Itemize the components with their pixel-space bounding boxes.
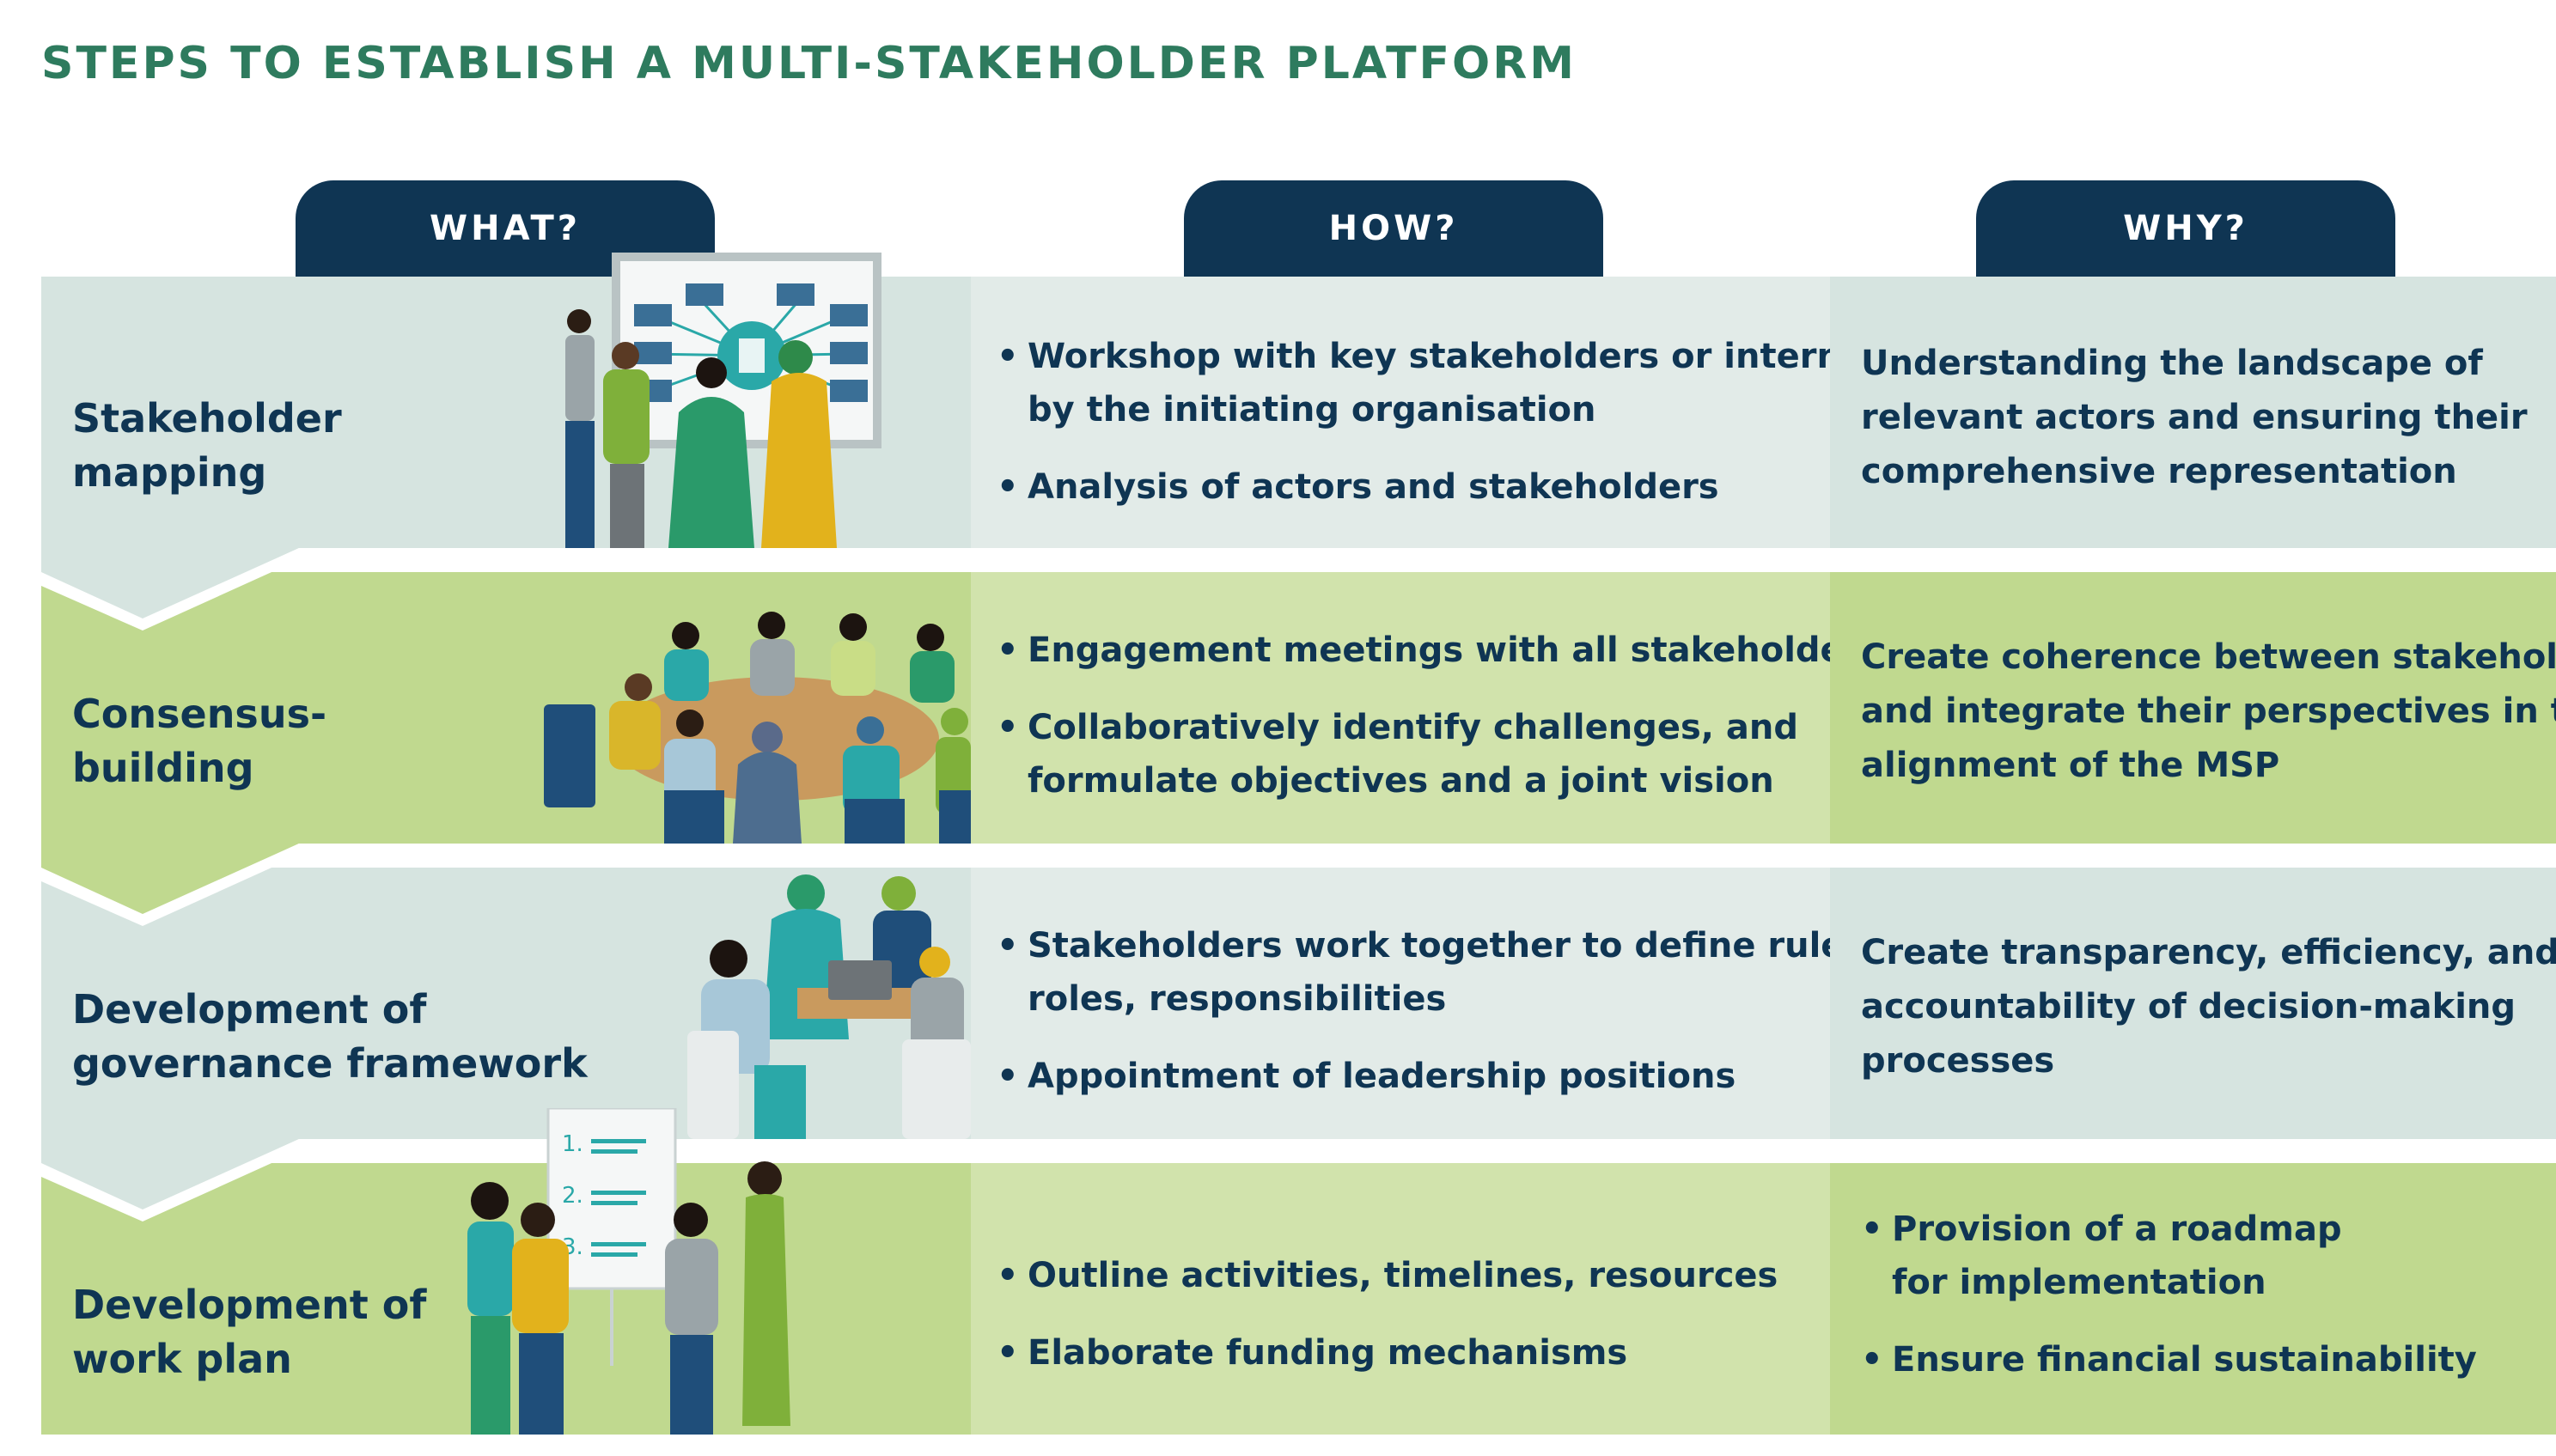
step-row-work-plan: Development of work plan 1. 2. 3. [41, 1108, 2556, 1435]
how-cell: Engagement meetings with all stakeholder… [971, 572, 1881, 844]
page-title: STEPS TO ESTABLISH A MULTI-STAKEHOLDER P… [41, 38, 1577, 89]
how-cell: Outline activities, timelines, resources… [971, 1163, 1830, 1435]
how-item-line: by the initiating organisation [1028, 390, 1596, 429]
why-item-line: Ensure financial sustainability [1892, 1340, 2477, 1380]
why-item: Provision of a roadmap for implementatio… [1861, 1203, 2477, 1309]
how-item-line: roles, responsibilities [1028, 979, 1447, 1019]
step-row-governance-framework: Development of governance framework Stak… [41, 868, 2556, 1139]
why-list: Provision of a roadmap for implementatio… [1861, 1203, 2477, 1410]
why-cell: Create transparency, efficiency, and acc… [1830, 868, 2556, 1139]
how-item: Workshop with key stakeholders or intern… [997, 330, 1910, 436]
step-title-line: building [72, 745, 254, 791]
why-item-line: Provision of a roadmap [1892, 1209, 2342, 1249]
what-cell: Development of work plan 1. 2. 3. [41, 1108, 971, 1435]
why-line: alignment of the MSP [1861, 746, 2280, 785]
why-line: relevant actors and ensuring their [1861, 398, 2528, 437]
how-item-line: Elaborate funding mechanisms [1028, 1333, 1628, 1373]
how-item-line: Stakeholders work together to define rul… [1028, 926, 1878, 966]
why-item-line: for implementation [1892, 1263, 2266, 1302]
how-item-line: formulate objectives and a joint vision [1028, 761, 1774, 801]
how-item: Engagement meetings with all stakeholder… [997, 624, 1881, 677]
step-arrow-chevron [41, 844, 325, 926]
step-title-line: Development of [72, 1282, 427, 1328]
step-title: Development of governance framework [72, 983, 588, 1091]
why-line: accountability of decision-making [1861, 987, 2516, 1027]
how-item: Stakeholders work together to define rul… [997, 919, 1877, 1026]
how-item-line: Analysis of actors and stakeholders [1028, 467, 1719, 507]
how-cell: Stakeholders work together to define rul… [971, 868, 1877, 1139]
flipchart-number: 2. [562, 1183, 583, 1209]
how-list: Stakeholders work together to define rul… [997, 919, 1877, 1127]
why-line: processes [1861, 1041, 2055, 1081]
why-cell: Create coherence between stakeholders an… [1830, 572, 2556, 844]
round-table-meeting-illustration [544, 612, 971, 844]
how-item-line: Collaboratively identify challenges, and [1028, 708, 1799, 747]
step-row-consensus-building: Consensus- building [41, 572, 2556, 844]
tab-why: WHY? [1976, 180, 2395, 277]
step-title-line: work plan [72, 1336, 292, 1382]
step-title: Consensus- building [72, 687, 326, 795]
step-row-stakeholder-mapping: Stakeholder mapping [41, 253, 2556, 548]
stakeholder-mapping-board-illustration [565, 253, 881, 548]
how-cell: Workshop with key stakeholders or intern… [971, 277, 1910, 548]
step-title-line: Stakeholder [72, 395, 342, 442]
step-arrow-chevron [41, 548, 325, 631]
step-title: Development of work plan [72, 1278, 426, 1386]
how-item: Collaboratively identify challenges, and… [997, 701, 1881, 807]
step-title-line: mapping [72, 449, 267, 496]
how-list: Outline activities, timelines, resources… [997, 1249, 1778, 1404]
flipchart-planning-illustration: 1. 2. 3. [467, 1108, 790, 1435]
tab-what: WHAT? [296, 180, 715, 277]
how-item-line: Outline activities, timelines, resources [1028, 1256, 1778, 1295]
how-item-line: Engagement meetings with all stakeholder… [1028, 631, 1882, 670]
why-line: Create coherence between stakeholders [1861, 637, 2556, 677]
why-line: Create transparency, efficiency, and [1861, 933, 2556, 972]
what-cell: Consensus- building [41, 572, 971, 844]
tab-how: HOW? [1184, 180, 1603, 277]
step-title: Stakeholder mapping [72, 392, 342, 500]
how-item: Analysis of actors and stakeholders [997, 460, 1910, 514]
how-list: Engagement meetings with all stakeholder… [997, 624, 1881, 832]
flipchart-number: 1. [562, 1131, 583, 1157]
what-cell: Stakeholder mapping [41, 253, 971, 548]
how-item: Elaborate funding mechanisms [997, 1326, 1778, 1380]
how-item: Outline activities, timelines, resources [997, 1249, 1778, 1302]
why-line: Understanding the landscape of [1861, 344, 2483, 383]
step-title-line: governance framework [72, 1040, 588, 1087]
why-line: and integrate their perspectives in the [1861, 691, 2556, 731]
step-arrow-chevron [41, 1139, 325, 1221]
how-item-line: Workshop with key stakeholders or intern… [1028, 337, 1911, 376]
why-cell: Understanding the landscape of relevant … [1830, 277, 2556, 548]
how-item: Appointment of leadership positions [997, 1050, 1877, 1103]
why-text: Create transparency, efficiency, and acc… [1861, 926, 2556, 1088]
group-discussion-illustration [687, 874, 971, 1139]
why-item: Ensure financial sustainability [1861, 1333, 2477, 1386]
how-list: Workshop with key stakeholders or intern… [997, 330, 1910, 538]
what-cell: Development of governance framework [41, 868, 971, 1139]
why-text: Understanding the landscape of relevant … [1861, 337, 2540, 499]
why-cell: Provision of a roadmap for implementatio… [1830, 1163, 2556, 1435]
why-text: Create coherence between stakeholders an… [1861, 631, 2556, 793]
step-title-line: Development of [72, 986, 427, 1033]
step-title-line: Consensus- [72, 691, 327, 737]
how-item-line: Appointment of leadership positions [1028, 1057, 1736, 1096]
why-line: comprehensive representation [1861, 452, 2457, 491]
